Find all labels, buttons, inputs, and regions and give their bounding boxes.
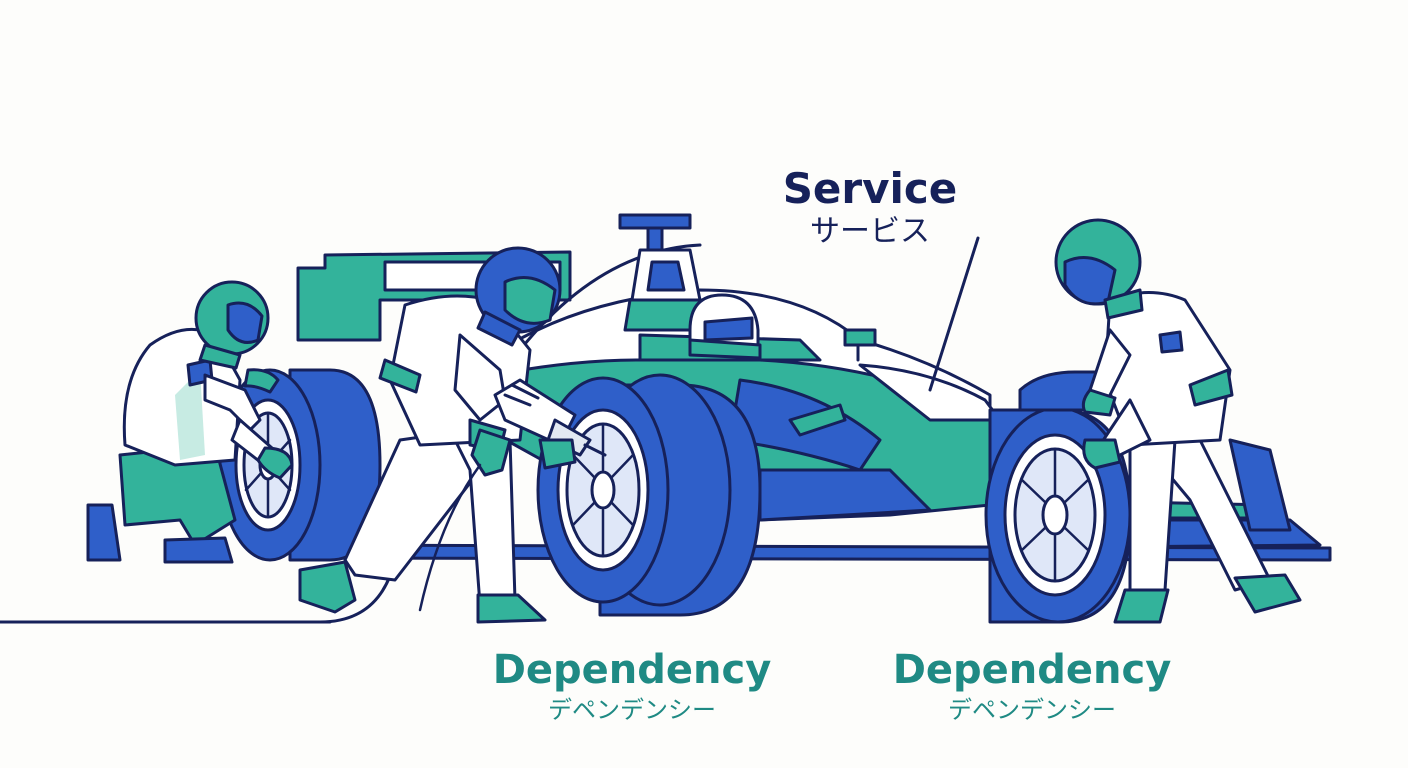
service-label: Service サービス (770, 164, 970, 250)
service-label-en: Service (782, 164, 958, 213)
pit-crew-member-icon (298, 246, 607, 624)
pit-crew-member-icon (1054, 218, 1302, 624)
dependency-label-right-en: Dependency (892, 647, 1172, 693)
service-leader-line (928, 236, 980, 392)
service-label-jp: サービス (810, 214, 930, 250)
pit-crew-member-icon (86, 280, 294, 564)
dependency-label-left-jp: デペンデンシー (548, 696, 716, 724)
dependency-label-left: Dependency デペンデンシー (492, 648, 772, 725)
dependency-label-right: Dependency デペンデンシー (892, 648, 1172, 725)
dependency-label-right-jp: デペンデンシー (948, 696, 1116, 724)
impact-wrench-icon (418, 378, 607, 612)
dependency-label-left-en: Dependency (492, 647, 772, 693)
driver-helmet-icon (688, 293, 762, 360)
